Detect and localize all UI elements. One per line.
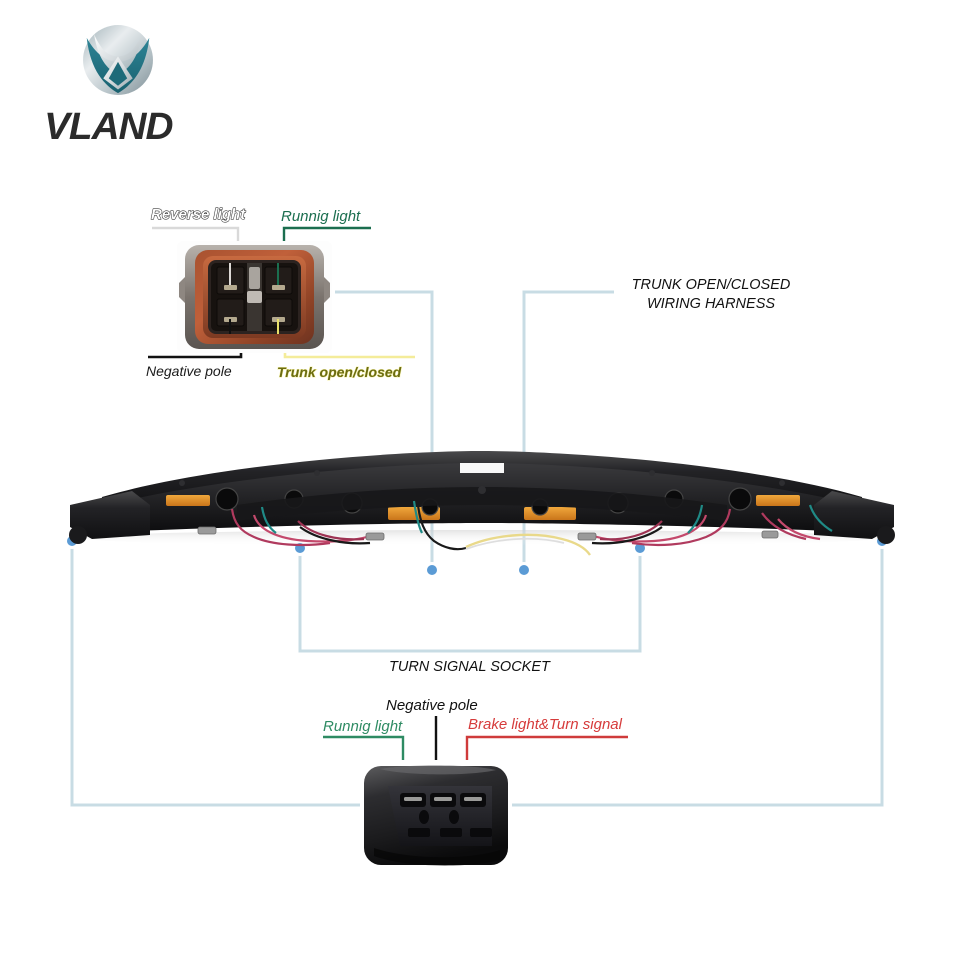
label-reverse-light: Reverse light xyxy=(151,206,246,223)
four-pin-connector-icon xyxy=(177,241,332,353)
harness-line-2: WIRING HARNESS xyxy=(646,296,776,312)
vehicle-tailgate-light-bar-icon xyxy=(69,451,895,556)
three-pin-socket-icon xyxy=(360,760,512,870)
vland-wing-emblem-icon xyxy=(83,25,153,95)
label-brake-turn-signal: Brake light&Turn signal xyxy=(468,716,622,733)
brand-logo: VLAND xyxy=(44,14,236,148)
brand-wordmark: VLAND xyxy=(44,106,173,148)
label-negative-pole-bottom: Negative pole xyxy=(386,697,478,714)
label-turn-signal-socket: TURN SIGNAL SOCKET xyxy=(389,659,550,675)
label-negative-pole-top: Negative pole xyxy=(146,363,232,379)
harness-line-1: TRUNK OPEN/CLOSED xyxy=(631,277,791,293)
label-running-light-bottom: Runnig light xyxy=(323,718,403,735)
label-trunk-open-closed: Trunk open/closed xyxy=(276,364,402,380)
label-trunk-wiring-harness: TRUNK OPEN/CLOSED WIRING HARNESS xyxy=(621,276,801,314)
label-running-light-top: Runnig light xyxy=(281,208,361,225)
